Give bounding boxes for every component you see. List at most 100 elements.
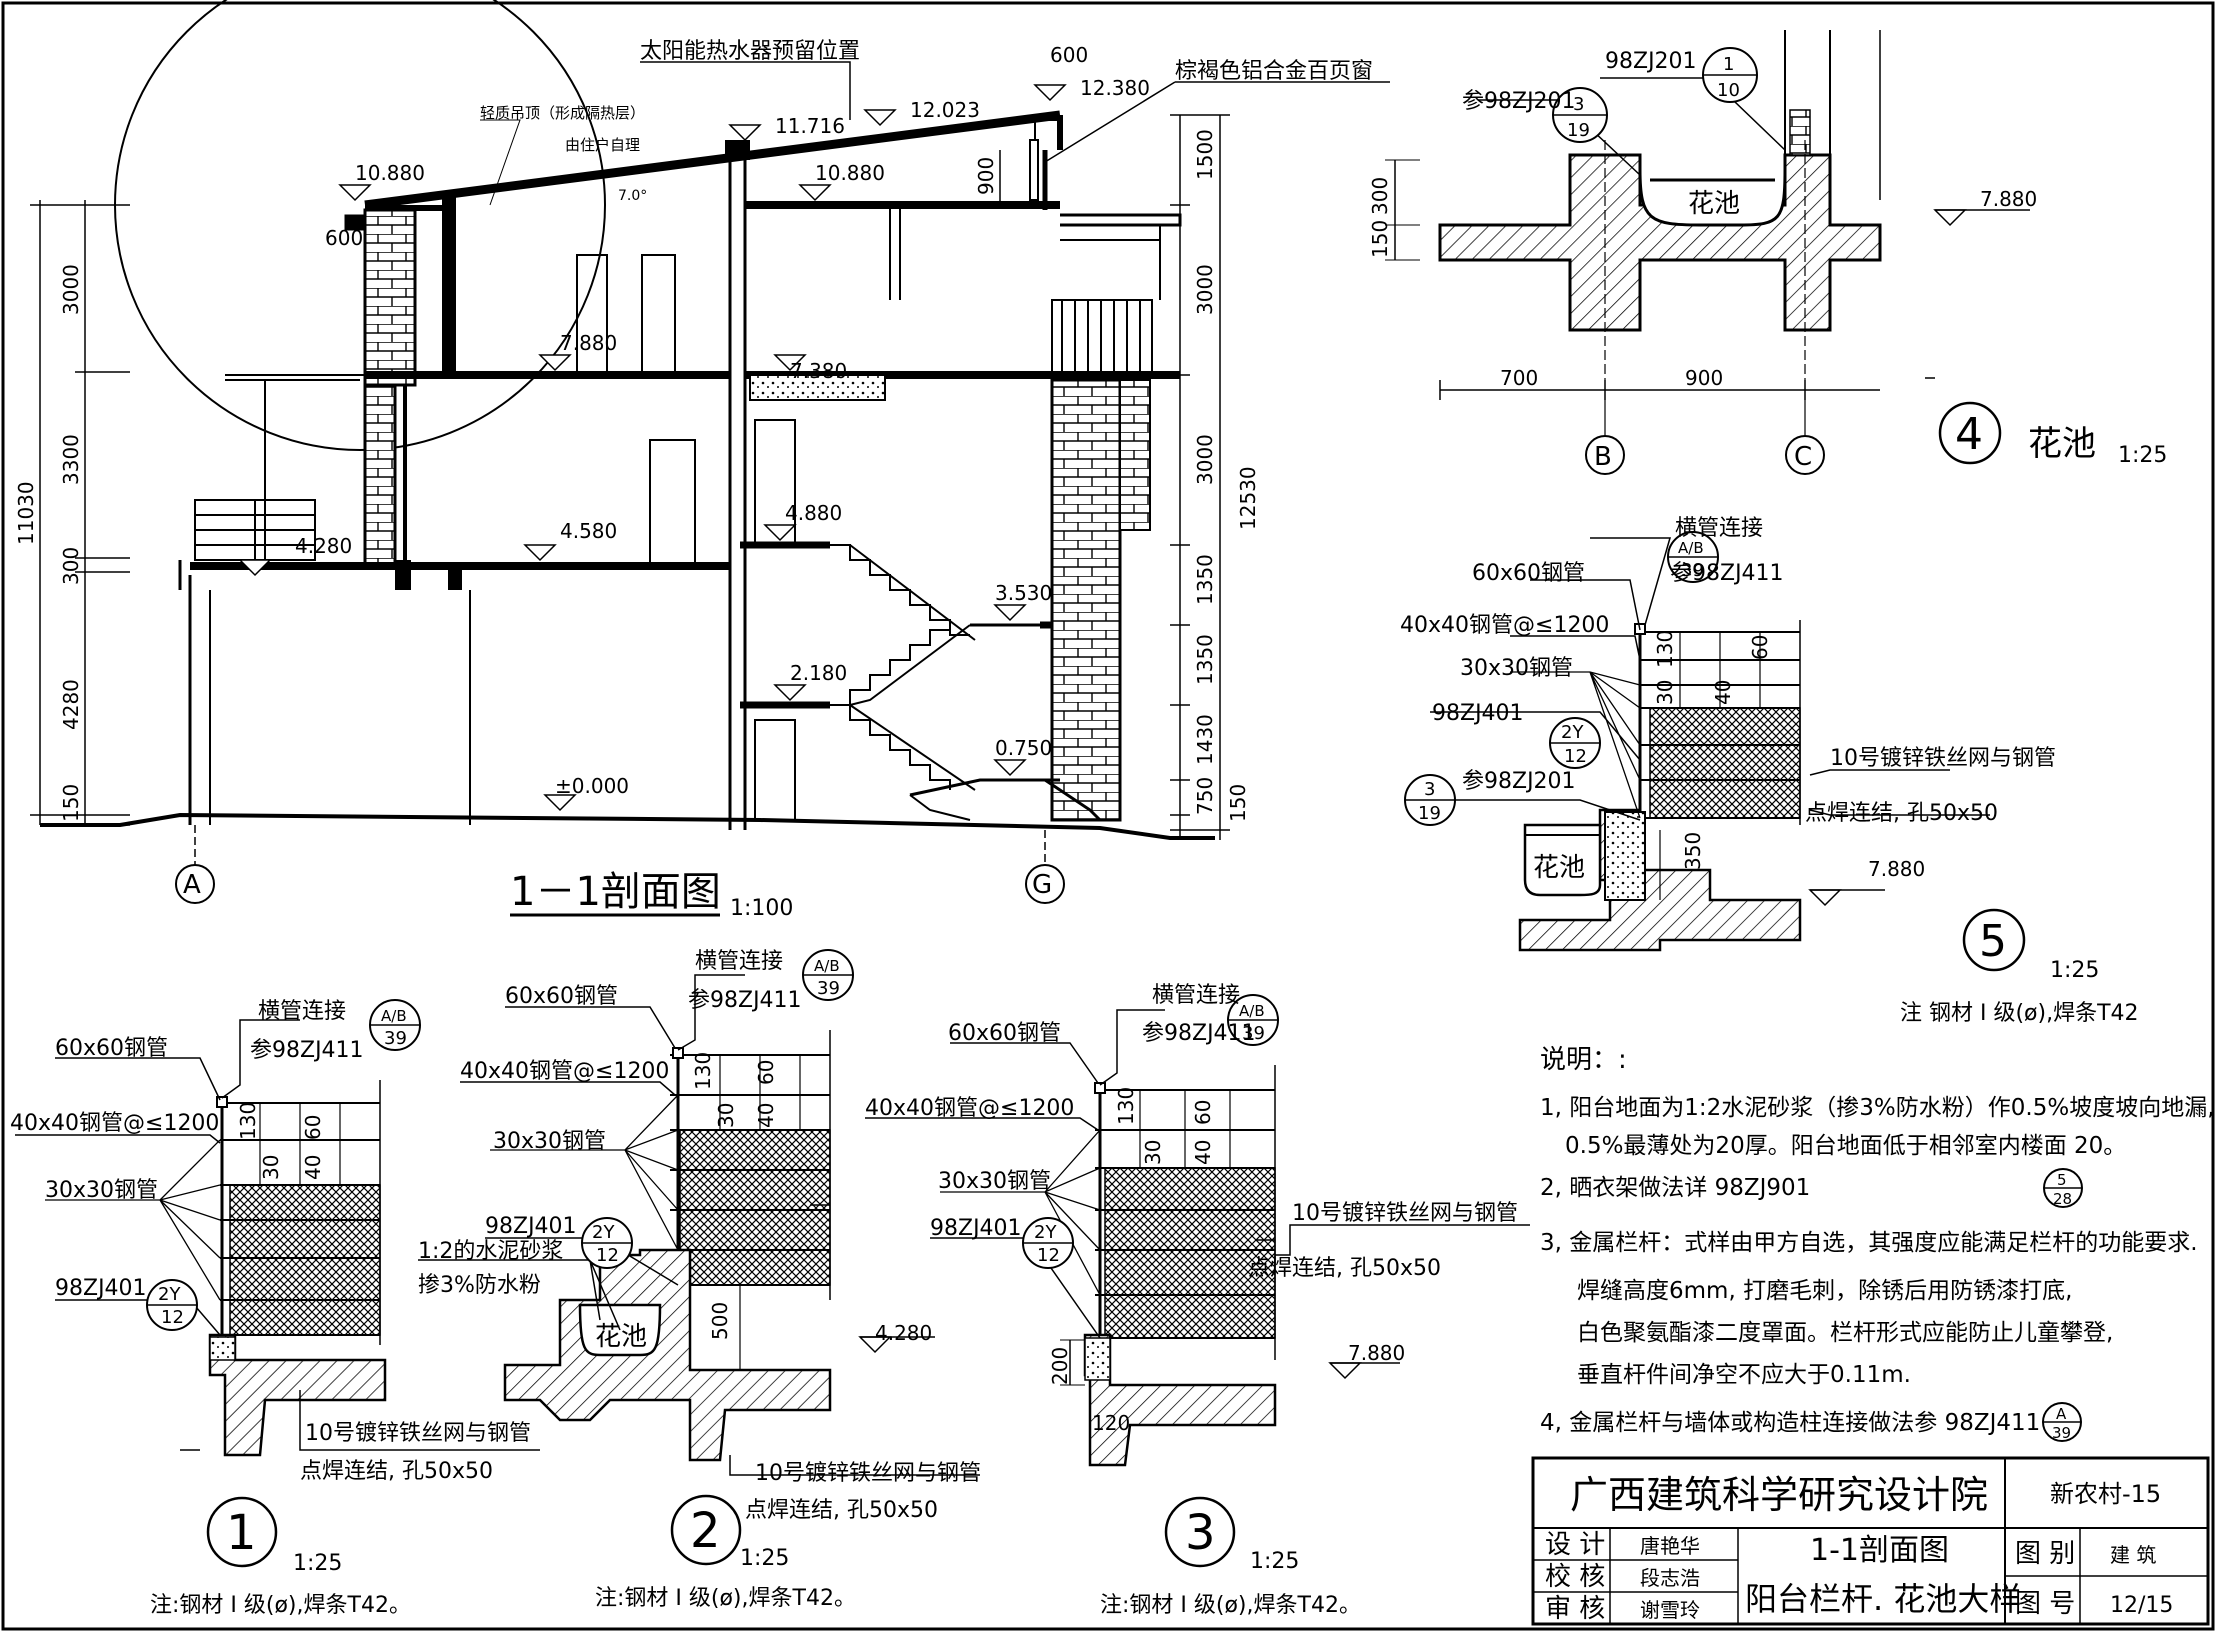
note-2: 2, 晒衣架做法详 98ZJ901	[1540, 1175, 1810, 1201]
d3-ref-num: A/B	[1239, 1002, 1265, 1020]
d1-l1b: 参98ZJ411	[250, 1038, 364, 1063]
note-2-den: 28	[2053, 1190, 2072, 1208]
dim-600-b: 600	[325, 226, 363, 250]
dim-1350-a: 1350	[1193, 554, 1217, 605]
d5-note: 注 钢材 I 级(ø),焊条T42	[1900, 1001, 2139, 1026]
d5-num: 5	[1979, 916, 2007, 967]
d4-num: 4	[1955, 409, 1983, 460]
d5-l3: 40x40钢管@≤1200	[1400, 613, 1609, 638]
d1-l2: 60x60钢管	[55, 1036, 168, 1061]
detail-1-railing	[15, 999, 540, 1568]
d3-dim-130: 130	[1114, 1087, 1138, 1125]
d2-mesh2: 点焊连结, 孔50x50	[745, 1498, 938, 1523]
tb-project: 新农村-15	[2050, 1480, 2161, 1508]
d5-dim-40: 40	[1711, 680, 1735, 705]
elev-3530: 3.530	[995, 581, 1052, 605]
notes-title: 说明：:	[1540, 1045, 1627, 1075]
d5-l6: 参98ZJ201	[1462, 769, 1576, 794]
tb-check-label: 校 核	[1545, 1562, 1605, 1592]
d1-ref5-num: 2Y	[158, 1284, 181, 1305]
d3-ref5-num: 2Y	[1034, 1222, 1057, 1243]
dim-1430: 1430	[1193, 714, 1217, 765]
axis-g: G	[1032, 870, 1052, 900]
solar-label: 太阳能热水器预留位置	[640, 39, 860, 64]
tb-number-value: 12/15	[2110, 1593, 2173, 1618]
dim-600-top: 900	[974, 157, 998, 195]
d5-scale: 1:25	[2050, 958, 2099, 983]
d3-l2: 60x60钢管	[948, 1021, 1061, 1046]
d4-dim-150: 150	[1368, 220, 1392, 258]
d1-dim-60: 60	[301, 1115, 325, 1140]
section-1-1	[30, 0, 1390, 917]
dim-1350-b: 1350	[1193, 634, 1217, 685]
tb-design-label: 设 计	[1545, 1530, 1605, 1560]
slope-label: 7.0°	[618, 188, 647, 204]
d2-ref5-den: 12	[596, 1245, 619, 1266]
tb-number-label: 图 号	[2015, 1589, 2075, 1619]
tb-category-label: 图 别	[2015, 1539, 2075, 1569]
dim-4280-left: 4280	[59, 679, 83, 730]
d1-note: 注:钢材 I 级(ø),焊条T42。	[150, 1593, 411, 1618]
d5-ref5-den: 12	[1564, 746, 1587, 767]
d3-scale: 1:25	[1250, 1549, 1299, 1574]
elev-12380: 12.380	[1080, 76, 1150, 100]
tb-review-label: 审 核	[1545, 1594, 1605, 1624]
d4-elev: 7.880	[1980, 187, 2037, 211]
note-2-num: 5	[2057, 1171, 2067, 1189]
d3-elev: 7.880	[1348, 1341, 1405, 1365]
detail-5-text: 横管连接 参98ZJ411 A/B 39 60x60钢管 40x40钢管@≤12…	[1400, 516, 2139, 1026]
d3-dim-30: 30	[1141, 1140, 1165, 1165]
d2-dim-60: 60	[754, 1060, 778, 1085]
note-4: 4, 金属栏杆与墙体或构造柱连接做法参 98ZJ411	[1540, 1410, 2040, 1436]
d5-l2: 60x60钢管	[1472, 561, 1585, 586]
detail-2-railing	[418, 949, 980, 1566]
d2-mesh1: 10号镀锌铁丝网与钢管	[755, 1461, 981, 1486]
elev-4880: 4.880	[785, 501, 842, 525]
d4-ref2-num: 3	[1573, 94, 1584, 115]
d1-num: 1	[226, 1505, 257, 1561]
d1-l1: 横管连接	[258, 999, 346, 1024]
d4-ref2-den: 19	[1567, 120, 1590, 141]
tb-review-name: 谢雪玲	[1640, 1598, 1700, 1622]
d1-l5: 98ZJ401	[55, 1276, 147, 1301]
detail-3-text: 横管连接 参98ZJ411 A/B 39 60x60钢管 40x40钢管@≤12…	[865, 983, 1518, 1618]
d5-ref6-den: 19	[1418, 803, 1441, 824]
d2-l1: 横管连接	[695, 949, 783, 974]
d2-dim-500: 500	[708, 1302, 732, 1340]
d5-mesh1: 10号镀锌铁丝网与钢管	[1830, 746, 2056, 771]
d3-l3: 40x40钢管@≤1200	[865, 1096, 1074, 1121]
elev-2180: 2.180	[790, 661, 847, 685]
d2-elev: 4.280	[875, 1321, 932, 1345]
ceiling-label-2: 由住户自理	[565, 136, 640, 154]
d5-l1b: 参98ZJ411	[1670, 561, 1784, 586]
d2-ref5-num: 2Y	[592, 1222, 615, 1243]
d4-dim-700: 700	[1500, 366, 1538, 390]
dim-750: 750	[1193, 777, 1217, 815]
note-3c: 白色聚氨酯漆二度罩面。栏杆形式应能防止儿童攀登,	[1577, 1320, 2113, 1346]
tb-design-name: 唐艳华	[1640, 1534, 1700, 1558]
d3-note: 注:钢材 I 级(ø),焊条T42。	[1100, 1593, 1361, 1618]
elev-11716: 11.716	[775, 114, 845, 138]
d1-mesh1: 10号镀锌铁丝网与钢管	[305, 1421, 531, 1446]
louver-label: 棕褐色铝合金百页窗	[1175, 59, 1373, 84]
section-text: 1－1剖面图 1:100 A G 太阳能热水器预留位置 棕褐色铝合金百页窗 轻质…	[14, 39, 1373, 921]
note-3a: 3, 金属栏杆：式样由甲方自选，其强度应能满足栏杆的功能要求.	[1540, 1230, 2198, 1256]
section-title: 1－1剖面图	[510, 869, 721, 915]
d1-ref-num: A/B	[381, 1007, 407, 1025]
d4-ref1-den: 10	[1717, 80, 1740, 101]
section-scale: 1:100	[730, 896, 793, 921]
d3-dim-60: 60	[1191, 1100, 1215, 1125]
d4-scale: 1:25	[2118, 443, 2167, 468]
elev-7880: 7.880	[560, 331, 617, 355]
dim-3300-left: 3300	[59, 434, 83, 485]
d5-pool: 花池	[1533, 853, 1585, 883]
d2-ref-num: A/B	[814, 957, 840, 975]
note-1b: 0.5%最薄处为20厚。阳台地面低于相邻室内楼面 20。	[1565, 1133, 2126, 1159]
d2-l2: 60x60钢管	[505, 984, 618, 1009]
d2-l1b: 参98ZJ411	[688, 988, 802, 1013]
dim-1500-right: 1500	[1193, 129, 1217, 180]
d3-l5: 98ZJ401	[930, 1216, 1022, 1241]
dim-11030: 11030	[14, 481, 38, 545]
note-3d: 垂直杆件间净空不应大于0.11m.	[1577, 1362, 1911, 1388]
